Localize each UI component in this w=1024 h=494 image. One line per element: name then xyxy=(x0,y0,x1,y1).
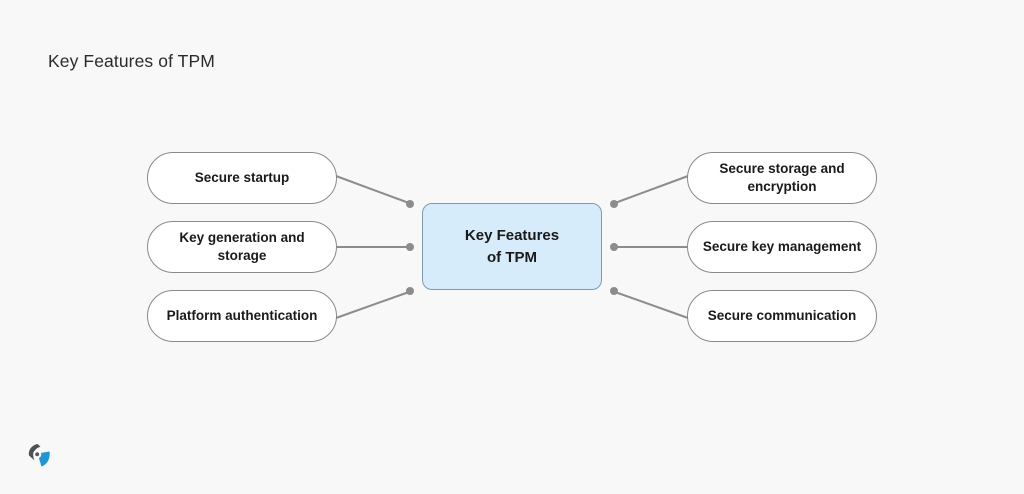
center-node-key-features-of-tpm: Key Features of TPM xyxy=(422,203,602,290)
node-secure-storage-and-encryption: Secure storage and encryption xyxy=(687,152,877,204)
connector-dot xyxy=(610,243,618,251)
node-key-generation-and-storage: Key generation and storage xyxy=(147,221,337,273)
page-title: Key Features of TPM xyxy=(48,51,215,71)
node-platform-authentication: Platform authentication xyxy=(147,290,337,342)
connector-dot xyxy=(406,200,414,208)
connector-line xyxy=(335,175,410,204)
brand-logo-icon xyxy=(28,444,50,467)
connector-dot xyxy=(610,200,618,208)
node-secure-communication: Secure communication xyxy=(687,290,877,342)
node-label: Secure storage and encryption xyxy=(719,161,845,194)
connector-line xyxy=(614,175,689,204)
node-label: Secure key management xyxy=(702,239,862,255)
node-secure-key-management: Secure key management xyxy=(687,221,877,273)
connector-line xyxy=(335,291,410,319)
connector-dot xyxy=(406,243,414,251)
center-node-label-line1: Key Features xyxy=(464,226,560,244)
node-secure-startup: Secure startup xyxy=(147,152,337,204)
node-label: Key generation and storage xyxy=(179,230,305,263)
node-label: Platform authentication xyxy=(166,308,318,324)
node-label: Secure startup xyxy=(194,170,290,186)
center-node-label-line2: of TPM xyxy=(487,248,537,266)
node-label: Secure communication xyxy=(707,308,857,324)
connector-dot xyxy=(610,287,618,295)
connector-dot xyxy=(406,287,414,295)
connector-line xyxy=(614,291,689,319)
